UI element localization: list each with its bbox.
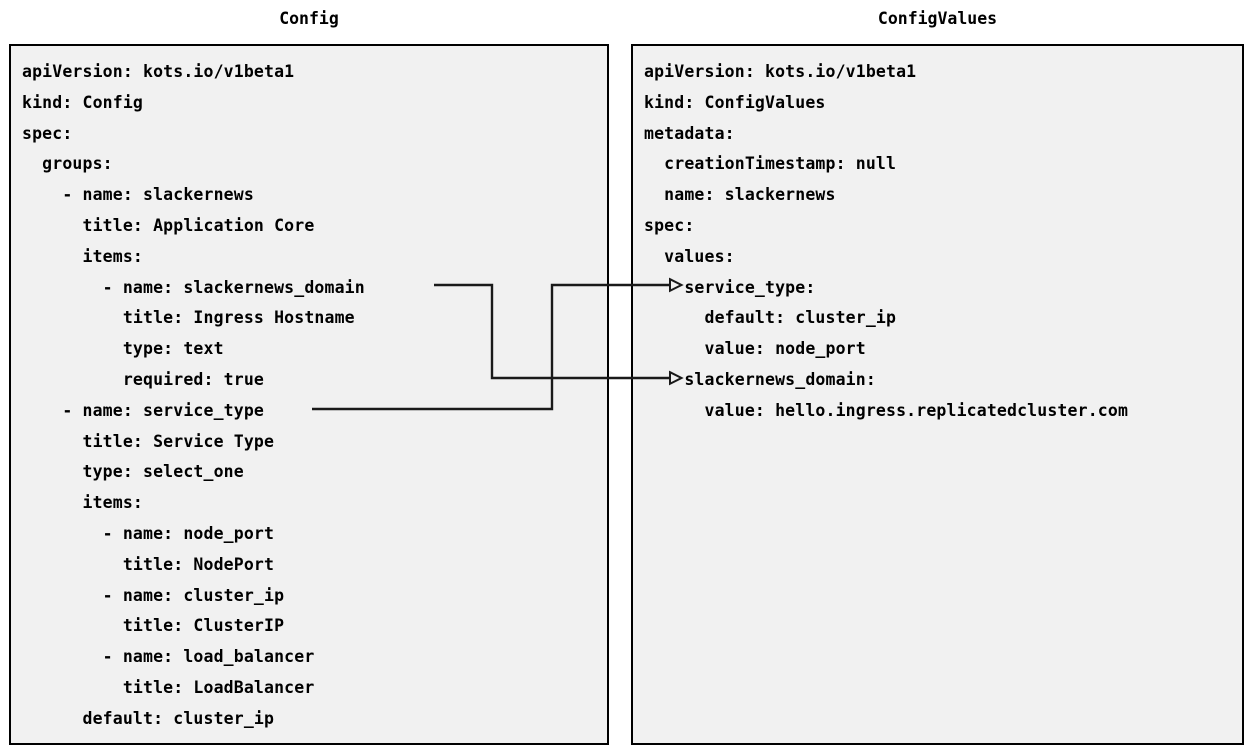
config-yaml-code: apiVersion: kots.io/v1beta1 kind: Config… — [22, 62, 365, 728]
configvalues-yaml-panel: apiVersion: kots.io/v1beta1 kind: Config… — [631, 44, 1244, 745]
panel-title-config: Config — [279, 9, 339, 28]
configvalues-yaml-code: apiVersion: kots.io/v1beta1 kind: Config… — [644, 62, 1129, 420]
panel-title-configvalues: ConfigValues — [877, 9, 998, 28]
config-yaml-panel: apiVersion: kots.io/v1beta1 kind: Config… — [9, 44, 609, 745]
